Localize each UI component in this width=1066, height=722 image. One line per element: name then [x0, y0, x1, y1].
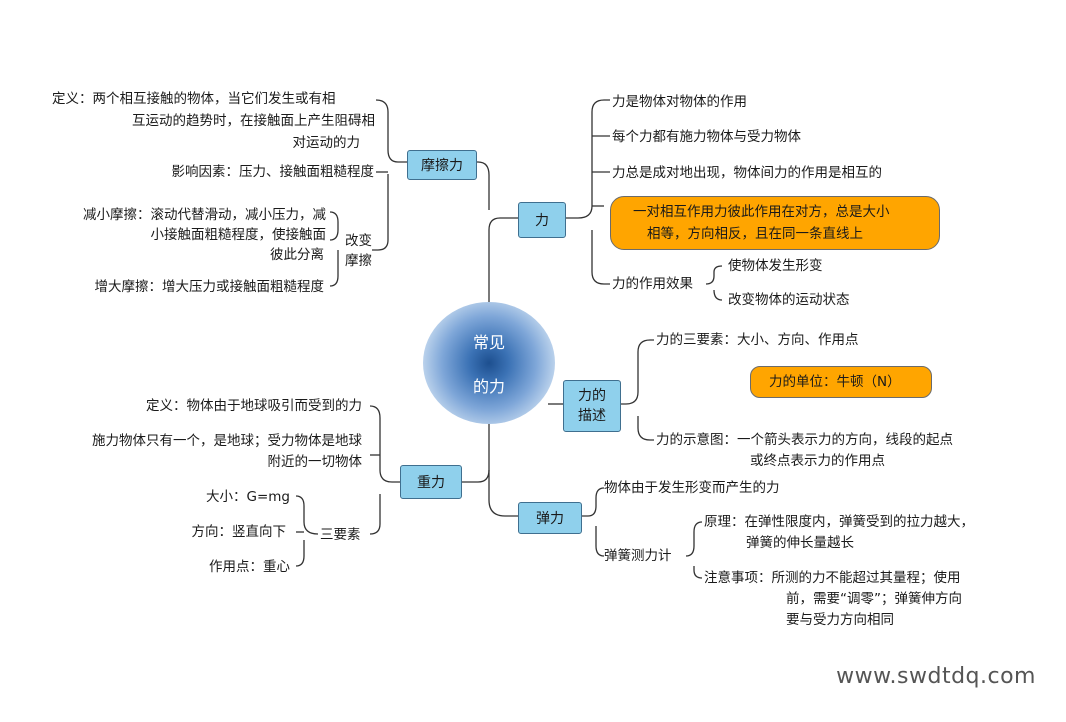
- friction-reduce-line1: 减小摩擦：滚动代替滑动，减小压力，减: [83, 207, 326, 223]
- gravity-point: 作用点：重心: [209, 559, 290, 575]
- force-effect-label: 力的作用效果: [612, 276, 693, 292]
- bubble-line1: 一对相互作用力彼此作用在对方，总是大小: [633, 204, 890, 220]
- force-diagram-line2: 或终点表示力的作用点: [750, 453, 885, 469]
- three-elements: 力的三要素：大小、方向、作用点: [656, 332, 859, 348]
- spring-gauge-label: 弹簧测力计: [604, 548, 672, 564]
- elastic-node: 弹力: [518, 502, 582, 534]
- gauge-principle-line2: 弹簧的伸长量越长: [746, 535, 854, 551]
- gravity-direction: 方向：竖直向下: [191, 524, 287, 540]
- elastic-def: 物体由于发生形变而产生的力: [604, 480, 780, 496]
- friction-def-line3: 对运动的力: [292, 135, 361, 151]
- gauge-notes-line1: 注意事项：所测的力不能超过其量程；使用: [704, 570, 961, 586]
- friction-change-label-2: 摩擦: [345, 253, 372, 269]
- center-title-line2: 的力: [472, 377, 505, 396]
- gravity-size: 大小：G=mg: [206, 489, 290, 505]
- interaction-force-bubble: 一对相互作用力彼此作用在对方，总是大小 相等，方向相反，且在同一条直线上: [610, 196, 940, 250]
- friction-factors: 影响因素：压力、接触面粗糙程度: [171, 164, 375, 180]
- gauge-principle-line1: 原理：在弹性限度内，弹簧受到的拉力越大，: [704, 514, 974, 530]
- gauge-notes-line3: 要与受力方向相同: [786, 612, 894, 628]
- center-node: 常见 的力: [423, 302, 555, 424]
- force-item-2: 每个力都有施力物体与受力物体: [612, 129, 801, 145]
- gauge-notes-line2: 前，需要“调零”；弹簧伸方向: [786, 591, 962, 607]
- friction-increase: 增大摩擦：增大压力或接触面粗糙程度: [94, 279, 325, 295]
- description-title-2: 描述: [578, 408, 606, 424]
- gravity-def: 定义：物体由于地球吸引而受到的力: [146, 398, 362, 414]
- friction-def-line1: 定义：两个相互接触的物体，当它们发生或有相: [52, 91, 336, 107]
- center-title-line1: 常见: [472, 333, 505, 352]
- gravity-source-line1: 施力物体只有一个，是地球；受力物体是地球: [92, 433, 362, 449]
- description-title-1: 力的: [578, 388, 606, 404]
- friction-def-line2: 互运动的趋势时，在接触面上产生阻碍相: [132, 113, 375, 129]
- gravity-node: 重力: [400, 465, 462, 499]
- bubble-line2: 相等，方向相反，且在同一条直线上: [647, 226, 863, 242]
- force-effect-1: 使物体发生形变: [728, 258, 823, 274]
- force-item-1: 力是物体对物体的作用: [612, 94, 747, 110]
- unit-bubble: 力的单位：牛顿（N）: [750, 366, 932, 398]
- force-item-3: 力总是成对地出现，物体间力的作用是相互的: [612, 165, 882, 181]
- gravity-source-line2: 附近的一切物体: [267, 454, 363, 470]
- gravity-elements-label: 三要素: [320, 527, 361, 543]
- friction-node: 摩擦力: [407, 150, 477, 180]
- friction-change-label-1: 改变: [345, 233, 372, 249]
- friction-reduce-line3: 彼此分离: [270, 247, 324, 263]
- watermark: www.swdtdq.com: [836, 664, 1036, 689]
- description-node: 力的 描述: [563, 380, 621, 432]
- friction-reduce-line2: 小接触面粗糙程度，使接触面: [150, 227, 327, 243]
- force-effect-2: 改变物体的运动状态: [728, 292, 850, 308]
- force-diagram-line1: 力的示意图：一个箭头表示力的方向，线段的起点: [656, 432, 953, 448]
- force-node: 力: [518, 202, 566, 238]
